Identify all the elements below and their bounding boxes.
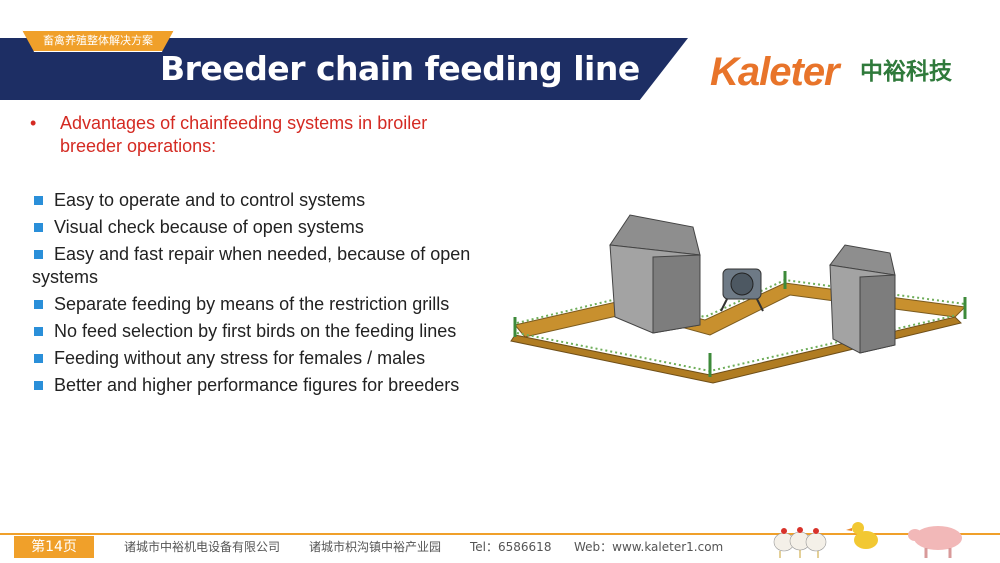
pig-icon — [908, 526, 962, 558]
advantages-list: Easy to operate and to control systems V… — [32, 189, 492, 401]
square-bullet-icon — [34, 299, 43, 309]
list-item: Feeding without any stress for females /… — [32, 347, 492, 370]
footer-web: Web：www.kaleter1.com — [574, 540, 724, 554]
footer-company: 诸城市中裕机电设备有限公司 — [124, 540, 281, 554]
header-tab: 畜禽养殖整体解决方案 — [22, 30, 174, 52]
footer-divider — [0, 533, 1000, 535]
square-bullet-icon — [34, 326, 43, 336]
square-bullet-icon — [34, 195, 43, 205]
chain-feeding-line-illustration — [510, 214, 967, 384]
logo-name-cn: 中裕科技 — [860, 59, 952, 85]
page-title: Breeder chain feeding line — [160, 49, 640, 88]
logo-name-en: Kaleter — [710, 50, 840, 94]
footer-address: 诸城市枳沟镇中裕产业园 — [309, 540, 442, 554]
square-bullet-icon — [34, 380, 43, 390]
square-bullet-icon — [34, 222, 43, 232]
duckling-icon — [846, 522, 878, 549]
chickens-icon — [773, 527, 827, 558]
list-item: No feed selection by first birds on the … — [32, 320, 492, 343]
list-item: Easy and fast repair when needed, becaus… — [32, 244, 471, 287]
square-bullet-icon — [34, 353, 43, 363]
livestock-illustration — [773, 522, 962, 558]
list-item: Separate feeding by means of the restric… — [32, 293, 492, 316]
footer-tel: Tel：6586618 — [470, 540, 552, 554]
list-item: Visual check because of open systems — [32, 216, 492, 239]
list-item: Better and higher performance figures fo… — [32, 374, 492, 397]
intro-text: Advantages of chainfeeding systems in br… — [60, 113, 428, 156]
list-item: Easy to operate and to control systems — [32, 189, 492, 212]
intro-bullet: • — [30, 113, 37, 133]
intro-heading: • Advantages of chainfeeding systems in … — [30, 112, 490, 158]
company-logo: Kaleter 中裕科技 — [710, 48, 980, 96]
square-bullet-icon — [34, 249, 43, 259]
page-number: 第14页 — [14, 536, 94, 558]
